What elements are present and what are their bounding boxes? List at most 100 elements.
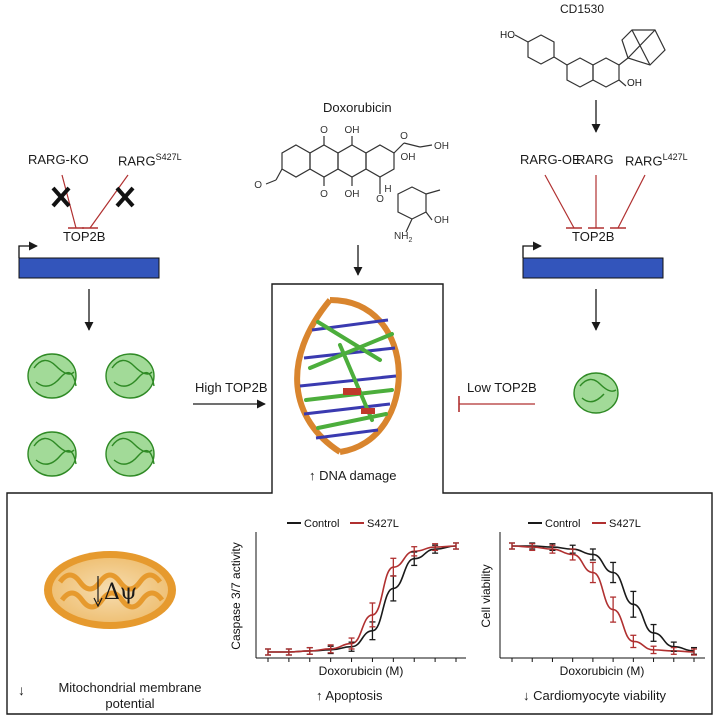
data-point xyxy=(529,543,536,552)
caspase-legend-control: Control xyxy=(304,518,339,530)
mito-down-arrow: ↓ xyxy=(18,682,25,698)
viability-s427l-line xyxy=(511,545,695,653)
viability-label: ↓ Cardiomyocyte viability xyxy=(523,688,666,703)
dna-helix-icon xyxy=(294,297,402,455)
dna-damage-text: DNA damage xyxy=(319,468,397,483)
left-inhibition xyxy=(51,174,135,229)
dox-atom-oh4: OH xyxy=(401,152,416,163)
data-point xyxy=(630,590,637,618)
data-point xyxy=(265,648,271,656)
data-point xyxy=(589,548,596,561)
dox-atom-oh3: OH xyxy=(434,141,449,152)
viability-text: Cardiomyocyte viability xyxy=(533,688,667,703)
viability-legend-control: Control xyxy=(545,518,580,530)
rarg-s427l-label: RARGS427L xyxy=(118,152,182,168)
data-point xyxy=(691,648,697,656)
rarg-ko-text: RARG-KO xyxy=(28,152,89,167)
dox-atom-o1: O xyxy=(320,125,328,136)
rarg-l427l-label: RARGL427L xyxy=(625,152,688,168)
dox-atom-oh2: OH xyxy=(345,189,360,200)
caspase-chart: Control S427L Doxorubicin (M) Caspase 3/… xyxy=(229,518,466,678)
dna-damage-up-arrow: ↑ xyxy=(309,468,316,483)
apoptosis-label: ↑ Apoptosis xyxy=(316,688,383,703)
rarg-l427l-sup: L427L xyxy=(662,152,688,162)
cd1530-label: CD1530 xyxy=(560,2,605,16)
data-point xyxy=(610,561,617,584)
data-point xyxy=(432,543,439,552)
mitochondrion-icon xyxy=(44,551,176,629)
caspase-y-label: Caspase 3/7 activity xyxy=(229,542,243,649)
caspase-x-label: Doxorubicin (M) xyxy=(319,664,404,678)
viability-x-label: Doxorubicin (M) xyxy=(560,664,645,678)
cd1530-structure xyxy=(514,29,666,88)
high-top2b-label: High TOP2B xyxy=(195,380,268,395)
left-top2b-label: TOP2B xyxy=(63,229,106,244)
dox-atom-o2: O xyxy=(320,189,328,200)
rarg-ko-label: RARG-KO xyxy=(28,152,89,167)
rarg-s427l-text: RARG xyxy=(118,153,156,169)
mito-label: Mitochondrial membrane potential xyxy=(40,680,220,712)
data-point xyxy=(306,646,313,655)
right-gene xyxy=(522,241,664,279)
data-point xyxy=(549,544,556,554)
dox-atom-nh2: NH2 xyxy=(394,231,412,244)
dox-atom-oh5: OH xyxy=(434,215,449,226)
rarg-l427l-text: RARG xyxy=(625,153,663,169)
caspase-x-ticks xyxy=(267,658,457,662)
protein-icon xyxy=(105,353,155,399)
data-point xyxy=(509,542,515,550)
right-inhibition xyxy=(544,174,646,229)
data-point xyxy=(650,645,657,655)
rarg-label: RARG xyxy=(576,152,614,167)
viability-control-line xyxy=(512,545,695,652)
data-point xyxy=(390,557,397,577)
caspase-control-line xyxy=(268,545,457,653)
mito-down-arrow-head xyxy=(93,597,103,608)
dox-atom-oh1: OH xyxy=(345,125,360,136)
data-point xyxy=(589,561,596,584)
rarg-oe-label: RARG-OE xyxy=(520,152,581,167)
data-point xyxy=(569,548,576,561)
data-point xyxy=(369,602,376,628)
data-point xyxy=(650,623,657,642)
data-point xyxy=(411,546,418,557)
apoptosis-text: Apoptosis xyxy=(325,688,383,703)
viability-chart: Control S427L Doxorubicin (M) Cell viabi… xyxy=(479,518,705,678)
caspase-s427l-line xyxy=(268,545,457,653)
caspase-legend-s427l: S427L xyxy=(367,518,399,530)
cd1530-ho-label: HO xyxy=(500,30,515,41)
dox-atom-o5: O xyxy=(376,194,384,205)
protein-icon xyxy=(27,353,77,399)
low-top2b-inhibit xyxy=(458,396,535,412)
data-point xyxy=(630,634,637,649)
rarg-s427l-sup: S427L xyxy=(155,152,182,162)
viability-legend-s427l: S427L xyxy=(609,518,641,530)
dox-atom-o4: O xyxy=(254,180,262,191)
dox-atom-sub2: 2 xyxy=(408,237,412,244)
left-gene-bar xyxy=(18,257,160,279)
mito-label-line2: potential xyxy=(105,696,155,711)
delta-psi-symbol: Δψ xyxy=(104,580,138,605)
data-point xyxy=(327,644,334,654)
data-point xyxy=(453,542,459,550)
viability-x-ticks xyxy=(511,658,695,662)
protein-icon xyxy=(573,372,619,414)
dna-damage-label: ↑ DNA damage xyxy=(309,468,396,483)
viability-y-label: Cell viability xyxy=(479,564,493,627)
dox-atom-o3: O xyxy=(400,131,408,142)
protein-structures xyxy=(27,353,619,477)
data-point xyxy=(670,646,677,655)
right-top2b-label: TOP2B xyxy=(572,229,615,244)
rarg-oe-text: RARG-OE xyxy=(520,152,581,167)
protein-icon xyxy=(27,431,77,477)
viability-down-arrow: ↓ xyxy=(523,688,530,703)
doxorubicin-structure xyxy=(265,136,441,233)
data-point xyxy=(285,648,292,656)
protein-icon xyxy=(105,431,155,477)
apoptosis-up-arrow: ↑ xyxy=(316,688,323,703)
panel-outline xyxy=(6,283,713,715)
cd1530-oh-label: OH xyxy=(627,78,642,89)
mito-label-line1: Mitochondrial membrane xyxy=(58,680,202,695)
data-point xyxy=(610,596,617,623)
